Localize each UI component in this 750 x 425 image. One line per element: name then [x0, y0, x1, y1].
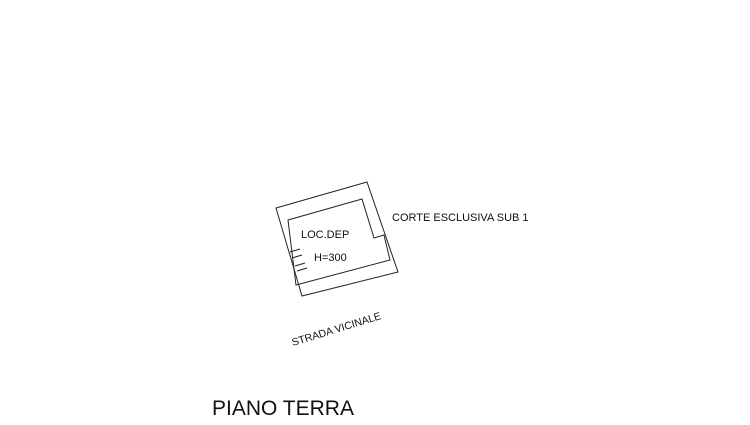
courtyard-label: CORTE ESCLUSIVA SUB 1	[392, 212, 529, 224]
room-inner-wall	[287, 198, 391, 286]
room-height-label: H=300	[314, 252, 347, 264]
door-opening	[289, 248, 308, 272]
room-label: LOC.DEP	[301, 229, 349, 241]
road-label: STRADA VICINALE	[290, 310, 382, 349]
floor-title: PIANO TERRA	[212, 397, 354, 420]
